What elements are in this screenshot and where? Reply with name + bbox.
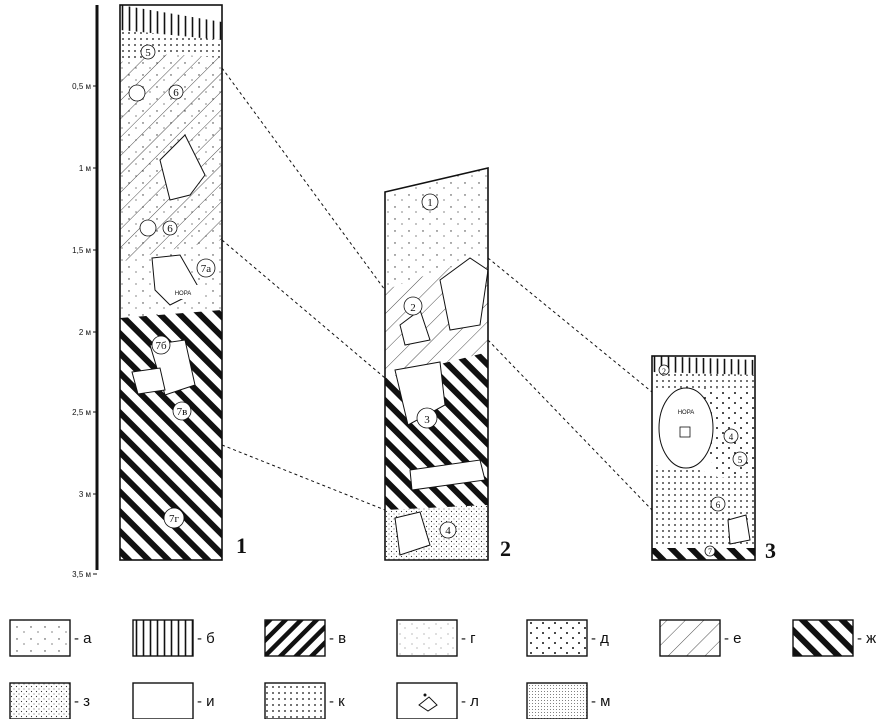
legend-swatch bbox=[132, 682, 194, 719]
legend-item-g: - г bbox=[396, 619, 476, 657]
legend-label: - з bbox=[74, 693, 90, 710]
column-number: 3 bbox=[765, 538, 776, 563]
layer-label: 4 bbox=[445, 525, 451, 537]
legend-label: - е bbox=[724, 630, 742, 647]
layer-label: 4 bbox=[729, 432, 734, 442]
depth-tick-label: 1 м bbox=[79, 164, 91, 173]
legend-label: - к bbox=[329, 693, 345, 710]
column-number: 2 bbox=[500, 536, 511, 561]
section-column-1: НОРА 5 6 6 7а 7б 7в 7г 1 bbox=[119, 4, 247, 561]
layer-1 bbox=[385, 168, 488, 290]
legend-label: - д bbox=[591, 630, 609, 647]
layer-label: 6 bbox=[167, 223, 173, 235]
layer-label: 1 bbox=[427, 197, 433, 209]
legend-item-k: - к bbox=[264, 682, 345, 719]
legend-label: - л bbox=[461, 693, 479, 710]
legend-item-i: - и bbox=[132, 682, 215, 719]
correlation-lines bbox=[221, 67, 653, 511]
legend-item-b: - б bbox=[132, 619, 215, 657]
depth-tick-label: 2,5 м bbox=[72, 408, 91, 417]
legend-item-z: - з bbox=[9, 682, 90, 719]
depth-tick-label: 3 м bbox=[79, 490, 91, 499]
legend-item-a: - а bbox=[9, 619, 92, 657]
legend-label: - г bbox=[461, 630, 476, 647]
legend-swatch bbox=[396, 682, 458, 719]
legend-label: - б bbox=[197, 630, 215, 647]
depth-scale: 0,5 м 1 м 1,5 м 2 м 2,5 м 3 м 3,5 м bbox=[72, 5, 99, 579]
column-number: 1 bbox=[236, 533, 247, 558]
layer-label: 6 bbox=[173, 87, 179, 99]
legend-item-l: - л bbox=[396, 682, 479, 719]
layer-label: 5 bbox=[145, 47, 151, 59]
layer-label: 2 bbox=[662, 367, 666, 376]
legend-swatch bbox=[396, 619, 458, 657]
depth-tick-label: 1,5 м bbox=[72, 246, 91, 255]
layer-label: 3 bbox=[424, 414, 430, 426]
boulder bbox=[159, 134, 206, 201]
legend-label: - в bbox=[329, 630, 346, 647]
layer-label: 7г bbox=[169, 513, 180, 525]
legend-item-e: - е bbox=[659, 619, 742, 657]
depth-tick-label: 2 м bbox=[79, 328, 91, 337]
layer-label: 7 bbox=[708, 547, 712, 556]
legend-swatch bbox=[659, 619, 721, 657]
legend-swatch bbox=[264, 619, 326, 657]
legend-label: - и bbox=[197, 693, 215, 710]
legend-item-d: - д bbox=[526, 619, 609, 657]
depth-tick-label: 3,5 м bbox=[72, 570, 91, 579]
legend-swatch bbox=[264, 682, 326, 719]
legend-swatch bbox=[9, 619, 71, 657]
legend-swatch bbox=[132, 619, 194, 657]
legend-swatch bbox=[526, 682, 588, 719]
legend-item-v: - в bbox=[264, 619, 346, 657]
layer-label: 7а bbox=[201, 263, 212, 275]
layer-label: 5 bbox=[738, 455, 743, 465]
layer-label: 7б bbox=[155, 340, 167, 352]
legend: - а - б - в - г - д - е - ж - з - и - к - л - м bbox=[9, 619, 876, 719]
legend-item-m: - м bbox=[526, 682, 610, 719]
layer-label: 7в bbox=[177, 406, 188, 418]
legend-label: - а bbox=[74, 630, 92, 647]
legend-item-zh: - ж bbox=[792, 619, 876, 657]
layer-topsoil bbox=[120, 5, 222, 40]
section-column-3: НОРА 2 4 5 6 7 3 bbox=[651, 355, 776, 563]
section-column-2: 1 2 3 4 2 bbox=[384, 166, 511, 561]
legend-swatch bbox=[526, 619, 588, 657]
layer-label: 2 bbox=[410, 302, 416, 314]
legend-label: - м bbox=[591, 693, 610, 710]
legend-label: - ж bbox=[857, 630, 876, 647]
nora-label: НОРА bbox=[678, 410, 695, 416]
legend-swatch bbox=[792, 619, 854, 657]
nora-label: НОРА bbox=[175, 291, 192, 297]
layer-label: 6 bbox=[716, 500, 721, 510]
legend-swatch bbox=[9, 682, 71, 719]
depth-tick-label: 0,5 м bbox=[72, 82, 91, 91]
